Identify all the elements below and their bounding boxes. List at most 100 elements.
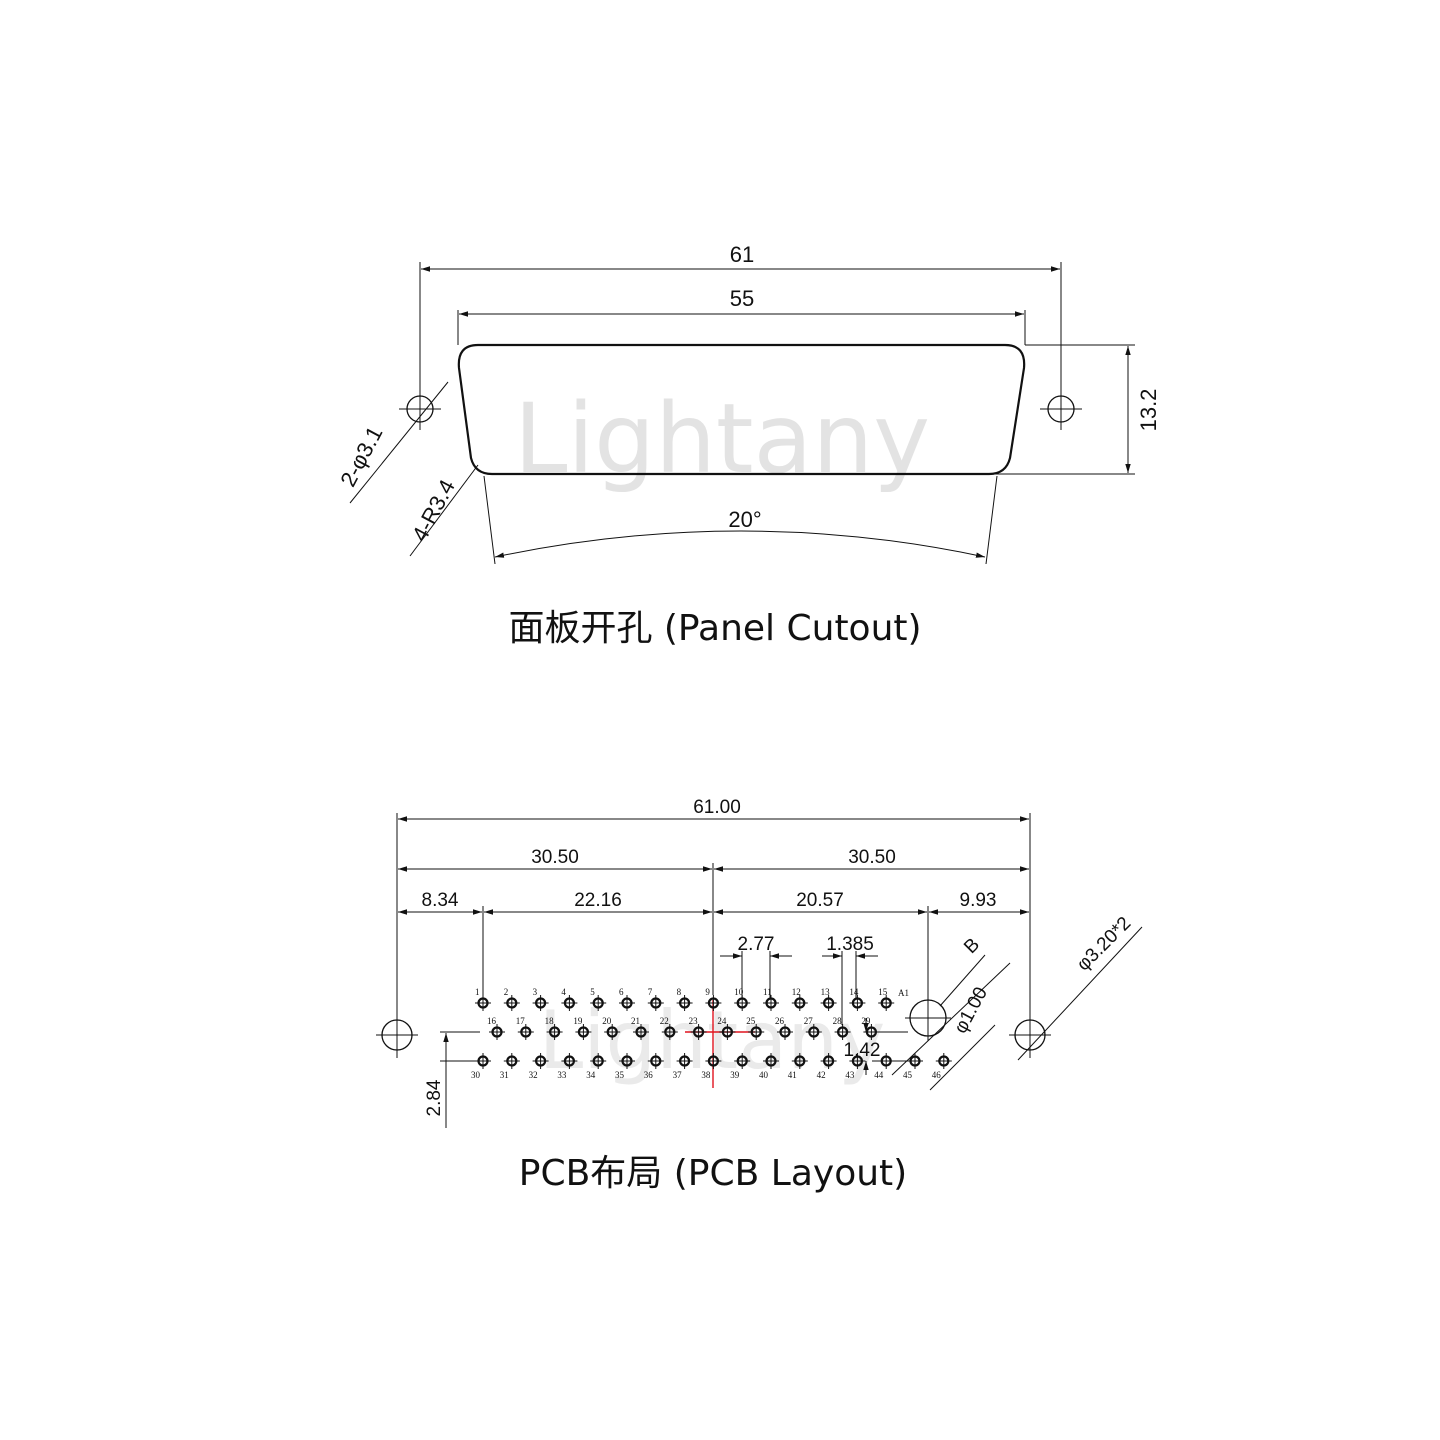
- pcb-pin: 17: [516, 1016, 534, 1040]
- pin-number: 3: [533, 987, 538, 997]
- dim-half-right: 30.50: [848, 847, 896, 868]
- pin-label-a1: A1: [898, 988, 909, 998]
- pin-number: 8: [677, 987, 682, 997]
- pcb-pin: 11: [763, 987, 779, 1011]
- pcb-pin: 41: [788, 1053, 808, 1080]
- pcb-pin: 16: [487, 1016, 505, 1040]
- dim-a: 8.34: [422, 890, 459, 911]
- pin-number: 44: [874, 1070, 884, 1080]
- pcb-pin: 7: [647, 987, 664, 1011]
- dim-mount-hole: 2-φ3.1: [335, 422, 387, 491]
- pcb-pin: 18: [545, 1016, 563, 1040]
- dim-radius: 4-R3.4: [407, 475, 460, 545]
- pcb-pin: 19: [573, 1016, 592, 1040]
- pcb-pin: 10: [734, 987, 751, 1011]
- pin-number: 40: [759, 1070, 769, 1080]
- pcb-pin: 29: [861, 1016, 880, 1040]
- panel-caption: 面板开孔 (Panel Cutout): [508, 608, 921, 649]
- pcb-pin: 30: [471, 1053, 491, 1080]
- pcb-pin: 9: [705, 987, 722, 1011]
- watermark-pcb: Lightany: [539, 994, 886, 1087]
- dim-pin-dia: φ1.00: [950, 984, 992, 1037]
- pcb-pin: 12: [791, 987, 808, 1011]
- pin-number: 2: [504, 987, 509, 997]
- pin-number: 18: [545, 1016, 555, 1026]
- pcb-pin: 5: [590, 987, 607, 1011]
- dim-b: 22.16: [574, 890, 622, 911]
- pin-number: 38: [701, 1070, 711, 1080]
- pcb-pin: 4: [561, 987, 578, 1011]
- pin-number: 28: [833, 1016, 843, 1026]
- pin-number: 10: [734, 987, 744, 997]
- pin-number: 14: [849, 987, 859, 997]
- pcb-pin: 36: [644, 1053, 664, 1080]
- dim-row-pitch: 1.42: [844, 1040, 881, 1061]
- dim-half-pitch: 1.385: [826, 934, 874, 955]
- pcb-pin: 24: [717, 1016, 736, 1040]
- pin-number: 19: [573, 1016, 583, 1026]
- pcb-pin: 26: [775, 1016, 793, 1040]
- dim-row-span: 2.84: [424, 1079, 445, 1116]
- pcb-pin: 21: [631, 1016, 649, 1040]
- pcb-layout-view: Lightany 61.00 30.50 30.50: [376, 797, 1143, 1194]
- pcb-pin: 35: [615, 1053, 635, 1080]
- pin-number: 1: [475, 987, 480, 997]
- watermark: Lightany: [514, 383, 930, 495]
- dim-d: 9.93: [960, 890, 997, 911]
- pin-number: 21: [631, 1016, 640, 1026]
- pcb-pin: 27: [804, 1016, 822, 1040]
- mount-hole-right: [1040, 388, 1082, 430]
- pcb-pin: 6: [619, 987, 635, 1011]
- pin-number: 17: [516, 1016, 526, 1026]
- pcb-pin: 44: [874, 1053, 895, 1080]
- pcb-pin: 39: [730, 1053, 751, 1080]
- pin-number: 24: [717, 1016, 727, 1026]
- pin-number: 9: [705, 987, 710, 997]
- pin-number: 26: [775, 1016, 785, 1026]
- pin-number: 34: [586, 1070, 596, 1080]
- dim-pitch: 2.77: [738, 934, 775, 955]
- pin-number: 16: [487, 1016, 497, 1026]
- pin-number: 20: [602, 1016, 612, 1026]
- pin-number: 32: [529, 1070, 538, 1080]
- pin-number: 39: [730, 1070, 740, 1080]
- cutout-outline: [457, 343, 1026, 476]
- pcb-pin: 34: [586, 1053, 607, 1080]
- pcb-pin: 13: [820, 987, 837, 1011]
- pin-number: 33: [557, 1070, 567, 1080]
- pin-number: 23: [689, 1016, 699, 1026]
- pcb-pin: 33: [557, 1053, 578, 1080]
- pin-number: 46: [932, 1070, 942, 1080]
- dim-height: 13.2: [1136, 389, 1161, 432]
- pcb-pin: 25: [746, 1016, 765, 1040]
- panel-cutout-view: Lightany 61 55 13.2 2: [335, 242, 1161, 649]
- dim-cutout: 55: [730, 286, 754, 311]
- pcb-pin: 28: [833, 1016, 851, 1040]
- pcb-pin: 38: [701, 1053, 722, 1080]
- dim-b-label: B: [960, 934, 984, 958]
- pcb-pin: 40: [759, 1053, 779, 1080]
- pin-number: 31: [500, 1070, 509, 1080]
- pin-number: 37: [673, 1070, 683, 1080]
- pin-number: 27: [804, 1016, 814, 1026]
- pcb-pin: 31: [500, 1053, 520, 1080]
- pin-number: 29: [861, 1016, 871, 1026]
- pcb-hole-left: [376, 1014, 418, 1058]
- pin-number: 11: [763, 987, 772, 997]
- pcb-pin: 3: [532, 987, 549, 1011]
- pcb-pin: 2: [503, 987, 520, 1011]
- pin-number: 30: [471, 1070, 481, 1080]
- pcb-pin: 8: [676, 987, 693, 1011]
- pin-number: 6: [619, 987, 624, 997]
- pin-number: 5: [590, 987, 595, 997]
- pcb-pin: 46: [932, 1053, 952, 1080]
- pcb-pin: 23: [689, 1016, 707, 1040]
- pcb-pin: 15: [878, 987, 895, 1011]
- pin-number: 42: [817, 1070, 826, 1080]
- pin-number: 15: [878, 987, 888, 997]
- dim-half-left: 30.50: [531, 847, 579, 868]
- pcb-pin: 20: [602, 1016, 621, 1040]
- pin-number: 43: [845, 1070, 855, 1080]
